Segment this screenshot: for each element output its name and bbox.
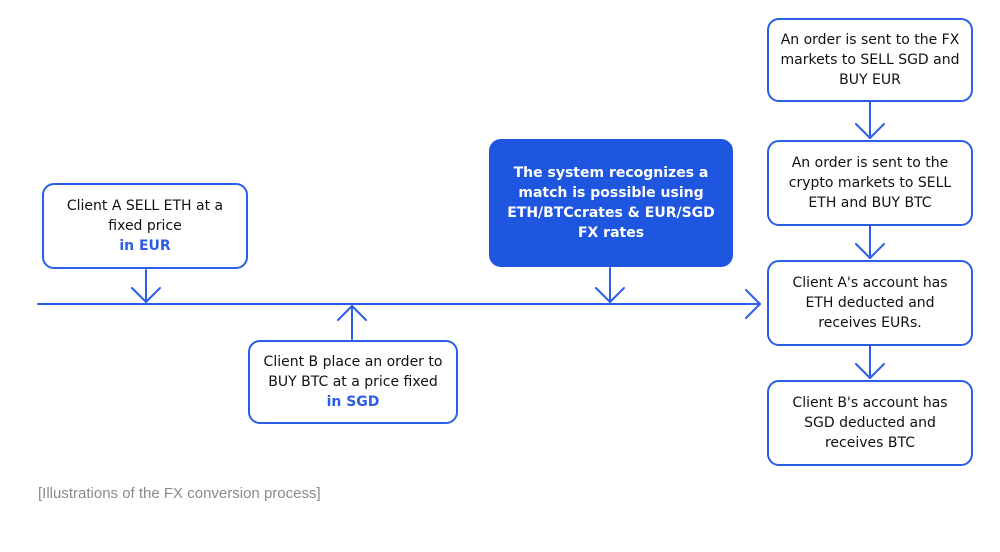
client-b-account-box: Client B's account has SGD deducted and … <box>767 380 973 466</box>
client-b-account-text: Client B's account has SGD deducted and … <box>792 395 948 451</box>
client-b-currency: in SGD <box>326 394 380 410</box>
client-b-order-box: Client B place an order to BUY BTC at a … <box>248 340 458 424</box>
fx-order-text: An order is sent to the FX markets to SE… <box>780 32 960 88</box>
fx-order-box: An order is sent to the FX markets to SE… <box>767 18 973 102</box>
client-a-currency: in EUR <box>119 238 171 254</box>
crypto-order-text: An order is sent to the crypto markets t… <box>788 155 952 211</box>
client-a-sell-box: Client A SELL ETH at a fixed price in EU… <box>42 183 248 269</box>
crypto-to-account-a-arrowhead <box>855 243 885 259</box>
account-a-to-account-b-arrowhead <box>855 363 885 379</box>
system-match-text: The system recognizes a match is possibl… <box>507 165 715 241</box>
diagram-caption: [Illustrations of the FX conversion proc… <box>38 485 321 502</box>
client-a-arrowhead <box>131 287 161 303</box>
client-a-account-text: Client A's account has ETH deducted and … <box>792 275 948 331</box>
client-a-sell-text: Client A SELL ETH at a fixed price <box>66 198 224 234</box>
client-a-account-box: Client A's account has ETH deducted and … <box>767 260 973 346</box>
crypto-order-box: An order is sent to the crypto markets t… <box>767 140 973 226</box>
timeline-arrowhead <box>745 289 761 319</box>
client-b-arrowhead <box>337 305 367 321</box>
fx-to-crypto-arrowhead <box>855 123 885 139</box>
client-b-order-text: Client B place an order to BUY BTC at a … <box>263 354 443 390</box>
system-arrowhead <box>595 287 625 303</box>
system-match-box: The system recognizes a match is possibl… <box>489 139 733 267</box>
